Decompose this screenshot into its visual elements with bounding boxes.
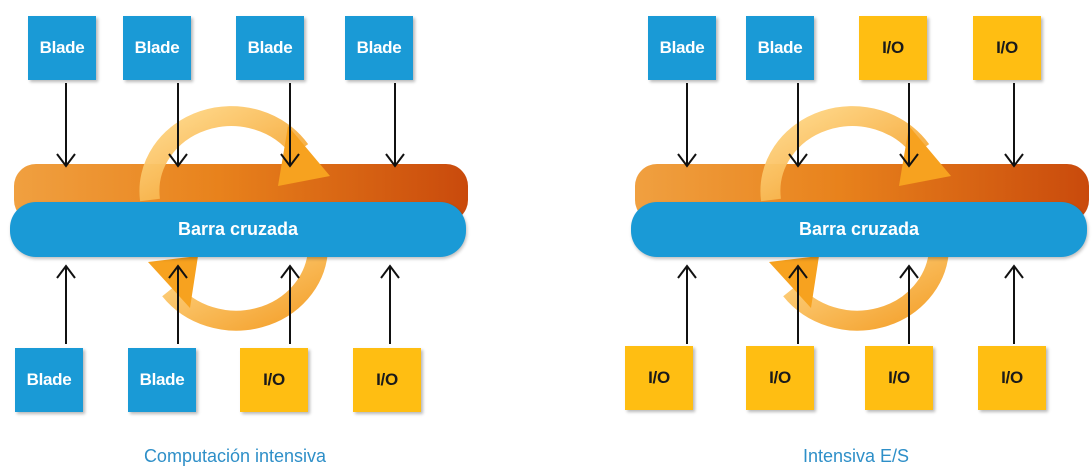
bottom-module-4: I/O <box>353 348 421 412</box>
bottom-module-4: I/O <box>978 346 1046 410</box>
swirl-arrowhead-icon <box>769 256 819 308</box>
top-module-4: I/O <box>973 16 1041 80</box>
bottom-module-2: I/O <box>746 346 814 410</box>
swirl-arrowhead-icon <box>899 126 951 186</box>
top-arrows <box>56 83 405 168</box>
crossbar: Barra cruzada <box>10 202 466 257</box>
top-module-2: Blade <box>123 16 191 80</box>
top-module-3: I/O <box>859 16 927 80</box>
top-module-4: Blade <box>345 16 413 80</box>
bottom-arrows <box>677 264 1024 344</box>
bottom-arrows <box>56 264 400 344</box>
crossbar: Barra cruzada <box>631 202 1087 257</box>
top-module-3: Blade <box>236 16 304 80</box>
bottom-module-1: Blade <box>15 348 83 412</box>
panel-io-intensive: Blade Blade I/O I/O Barra cruzada I/O I/… <box>621 0 1091 473</box>
bottom-module-3: I/O <box>240 348 308 412</box>
bottom-module-2: Blade <box>128 348 196 412</box>
panel-caption: Intensiva E/S <box>802 446 910 466</box>
top-arrows <box>677 83 1024 168</box>
top-module-2: Blade <box>746 16 814 80</box>
bottom-module-3: I/O <box>865 346 933 410</box>
bottom-module-1: I/O <box>625 346 693 410</box>
panel-compute-intensive: Blade Blade Blade Blade Barra cruzada Bl… <box>0 0 470 473</box>
swirl-arrowhead-icon <box>148 256 198 308</box>
top-module-1: Blade <box>28 16 96 80</box>
rotation-swirl-icon <box>139 106 328 331</box>
top-module-1: Blade <box>648 16 716 80</box>
panel-caption: Computación intensiva <box>143 446 327 466</box>
rotation-swirl-icon <box>760 106 949 331</box>
